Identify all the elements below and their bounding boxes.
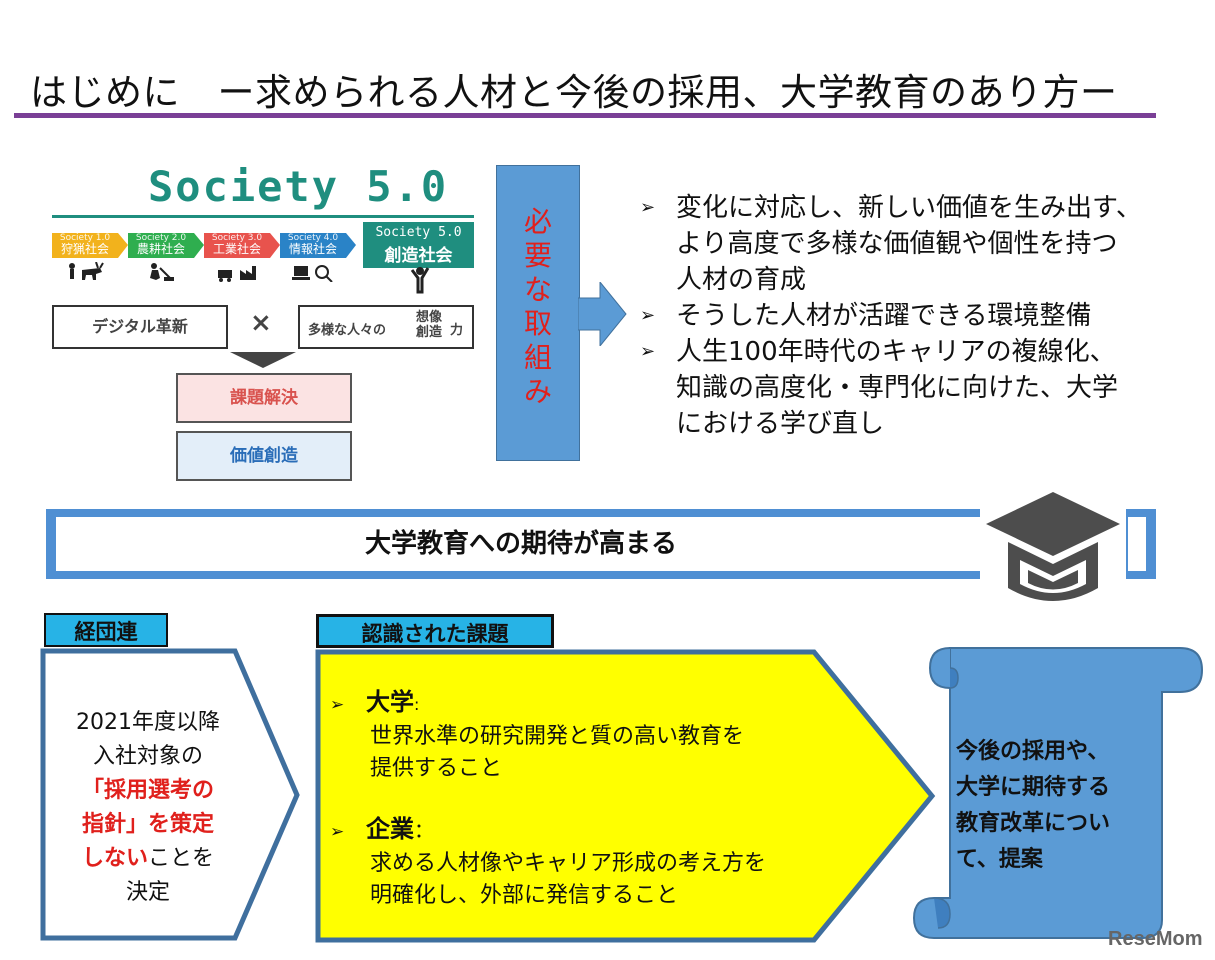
resemom-watermark: ReseMom (1108, 928, 1203, 950)
digital-innovation-box: デジタル革新 (52, 305, 228, 349)
arrow-bullet-icon: ➢ (640, 305, 656, 326)
initiatives-label: 必要な 取組み (523, 205, 552, 408)
problem-solving-box: 課題解決 (176, 373, 352, 423)
banner-inner-right (1128, 517, 1146, 571)
title-underline (14, 113, 1156, 118)
graduation-cap-icon (980, 488, 1126, 616)
farming-pictogram-icon (146, 262, 176, 286)
arrow-bullet-icon: ➢ (640, 341, 656, 362)
initiatives-box (496, 165, 580, 461)
keidanren-text: 2021年度以降 入社対象の 「採用選考の 指針」を策定 しないことを 決定 (76, 710, 220, 905)
chevron-right-icon (194, 233, 204, 258)
computer-pictogram-icon (292, 262, 336, 286)
issues-tag: 認識された課題 (316, 614, 554, 648)
chevron-right-icon (346, 233, 356, 258)
society-title: Society 5.0 (148, 162, 449, 211)
scroll-icon (912, 647, 1204, 939)
arrow-bullet-icon: ➢ (330, 695, 345, 715)
keidanren-tag: 経団連 (44, 613, 168, 647)
diverse-people-box: 多様な人々の 想像創造 力 (298, 305, 474, 349)
list-item: ➢そうした人材が活躍できる環境整備 (640, 298, 1200, 334)
page-title: はじめに ー求められる人材と今後の採用、大学教育のあり方ー (30, 71, 1118, 114)
list-item: ➢人生100年時代のキャリアの複線化、知識の高度化・専門化に向けた、大学における… (640, 334, 1200, 442)
expectation-banner-text: 大学教育への期待が高まる (364, 529, 677, 559)
list-item: ➢変化に対応し、新しい価値を生み出す、より高度で多様な価値観や個性を持つ人材の育… (640, 190, 1200, 298)
expectation-banner-inner (56, 517, 986, 571)
arrow-bullet-icon: ➢ (640, 197, 656, 218)
down-arrow-icon (230, 352, 296, 368)
chevron-right-icon (270, 233, 280, 258)
factory-pictogram-icon (216, 262, 260, 286)
arrow-right-icon (578, 282, 627, 346)
hunting-pictogram-icon (66, 261, 106, 286)
issues-text: ➢大学: 世界水準の研究開発と質の高い教育を 提供すること ➢企業： 求める人材… (330, 688, 767, 908)
society-divider (52, 215, 474, 218)
keidanren-arrow-shape (40, 648, 300, 941)
initiatives-list: ➢変化に対応し、新しい価値を生み出す、より高度で多様な価値観や個性を持つ人材の育… (640, 190, 1200, 442)
arrow-bullet-icon: ➢ (330, 822, 345, 842)
chevron-right-icon (118, 233, 128, 258)
value-creation-box: 価値創造 (176, 431, 352, 481)
issues-arrow-shape (315, 649, 936, 943)
multiply-sign: × (250, 308, 272, 338)
proposal-text: 今後の採用や、 大学に期待する 教育改革につい て、提案 (956, 739, 1111, 872)
person-cheering-icon (408, 266, 432, 298)
